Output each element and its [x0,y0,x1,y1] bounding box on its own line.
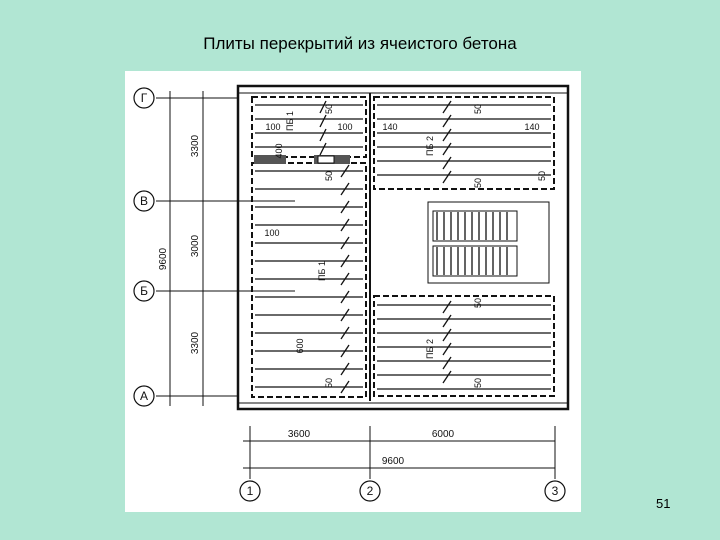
tie-mark [340,290,350,304]
note-dimension: 100 [265,122,280,132]
tie-mark [340,380,350,394]
tie-mark [340,200,350,214]
slab-mark: ПБ 1 [285,111,295,131]
floor-plan-drawing: Г В Б А 1 2 3 3300 3000 3300 9600 3600 6… [125,71,581,512]
tie-mark [442,170,452,184]
tie-mark [319,128,327,142]
tie-mark [340,254,350,268]
edge-gap-label: 50 [473,104,483,114]
axis-col-label: 3 [552,484,559,498]
tie-mark [442,314,452,328]
note-dimension: 140 [524,122,539,132]
edge-gap-label: 50 [473,178,483,188]
tie-mark [340,164,350,178]
axis-col-label: 1 [247,484,254,498]
axis-col-label: 2 [367,484,374,498]
edge-gap-label: 50 [324,171,334,181]
dimension-col-total: 9600 [382,456,405,467]
tie-mark [319,100,327,114]
slide-title: Плиты перекрытий из ячеистого бетона [203,34,517,53]
slab-bay-left-main [251,162,367,398]
tie-mark [442,156,452,170]
axis-bubble-col-2 [359,480,381,502]
tie-mark [340,326,350,340]
tie-mark [340,182,350,196]
edge-gap-label: 50 [473,378,483,388]
tie-mark [442,356,452,370]
tie-mark [340,236,350,250]
tie-mark [319,142,327,156]
dimension-col-spacing: 3600 [288,429,311,440]
note-dimension: 400 [274,143,284,158]
tie-mark [442,328,452,342]
tie-mark [442,342,452,356]
tie-mark [442,128,452,142]
slab-bay-right-top [373,96,555,190]
dimension-col-spacing: 6000 [432,429,455,440]
tie-mark [442,114,452,128]
stair-well [427,201,550,284]
axis-bubble-col-3 [544,480,566,502]
dimension-row-total: 9600 [158,247,169,270]
tie-mark [442,300,452,314]
dimension-row-spacing: 3300 [190,331,201,354]
slab-mark: ПБ 2 [425,136,435,156]
tie-mark [340,344,350,358]
tie-mark [340,362,350,376]
dimension-row-spacing: 3000 [190,234,201,257]
axis-row-label: Б [140,284,148,298]
edge-gap-label: 50 [324,104,334,114]
note-dimension: 600 [295,338,305,353]
slab-bay-left-top [251,96,367,158]
axis-row-label: Г [141,91,148,105]
axis-bubble-row-1 [133,87,155,109]
slab-bay-right-bottom [373,295,555,397]
dimension-row-spacing: 3300 [190,134,201,157]
tie-mark [442,370,452,384]
axis-bubble-row-3 [133,280,155,302]
axis-row-label: А [140,389,148,403]
tie-mark [340,308,350,322]
note-dimension: 140 [382,122,397,132]
slab-mark: ПБ 2 [425,339,435,359]
slab-mark: ПБ 1 [317,261,327,281]
tie-mark [340,272,350,286]
axis-row-label: В [140,194,148,208]
edge-gap-label: 50 [537,171,547,181]
tie-mark [442,142,452,156]
axis-bubble-row-2 [133,190,155,212]
axis-bubble-col-1 [239,480,261,502]
note-dimension: 100 [264,228,279,238]
note-dimension: 100 [337,122,352,132]
edge-gap-label: 50 [473,298,483,308]
tie-mark [442,100,452,114]
tie-mark [340,218,350,232]
edge-gap-label: 50 [324,378,334,388]
axis-bubble-row-4 [133,385,155,407]
building-outline [236,84,570,411]
tie-mark [319,114,327,128]
slide-number: 51 [656,496,671,511]
